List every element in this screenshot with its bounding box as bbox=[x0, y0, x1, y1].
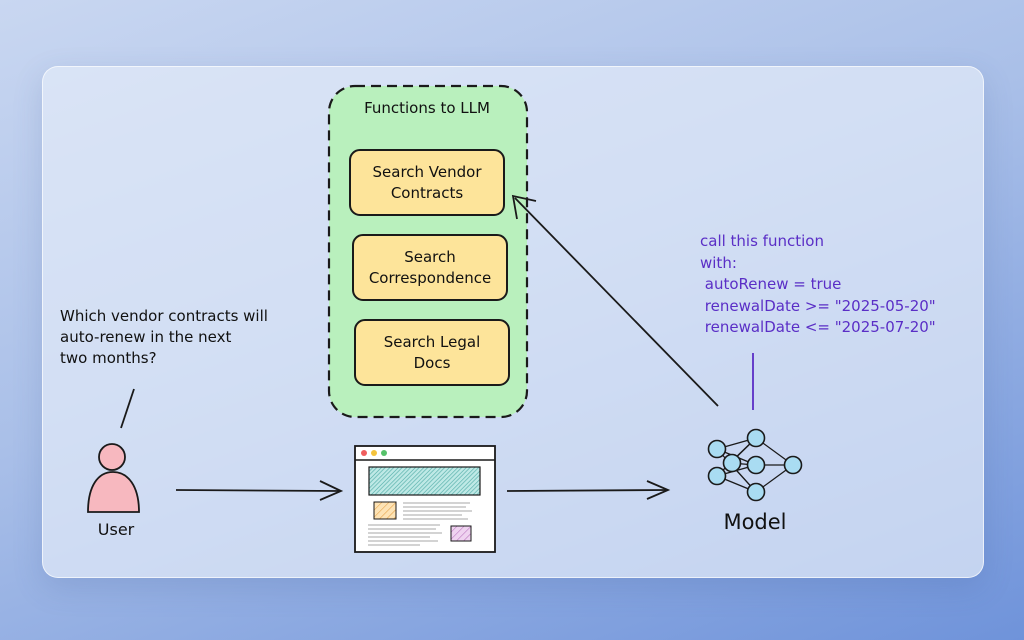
functions-panel-title: Functions to LLM bbox=[364, 99, 490, 117]
function-search-vendor-contracts: Search Vendor Contracts bbox=[349, 149, 505, 216]
user-label: User bbox=[97, 520, 135, 539]
arrow-user-to-app bbox=[175, 480, 344, 501]
user-icon bbox=[87, 443, 140, 513]
function-call-text: call this function with: autoRenew = tru… bbox=[700, 232, 936, 336]
user-question: Which vendor contracts will auto-renew i… bbox=[60, 307, 268, 367]
function-search-correspondence: Search Correspondence bbox=[352, 234, 508, 301]
function-search-legal-docs: Search Legal Docs bbox=[354, 319, 510, 386]
model-label: Model bbox=[723, 510, 787, 534]
arrow-model-to-functions bbox=[511, 194, 719, 407]
browser-window-icon bbox=[354, 445, 496, 553]
arrow-app-to-model bbox=[506, 480, 671, 500]
speech-line bbox=[120, 388, 135, 429]
neural-network-icon bbox=[707, 428, 803, 502]
